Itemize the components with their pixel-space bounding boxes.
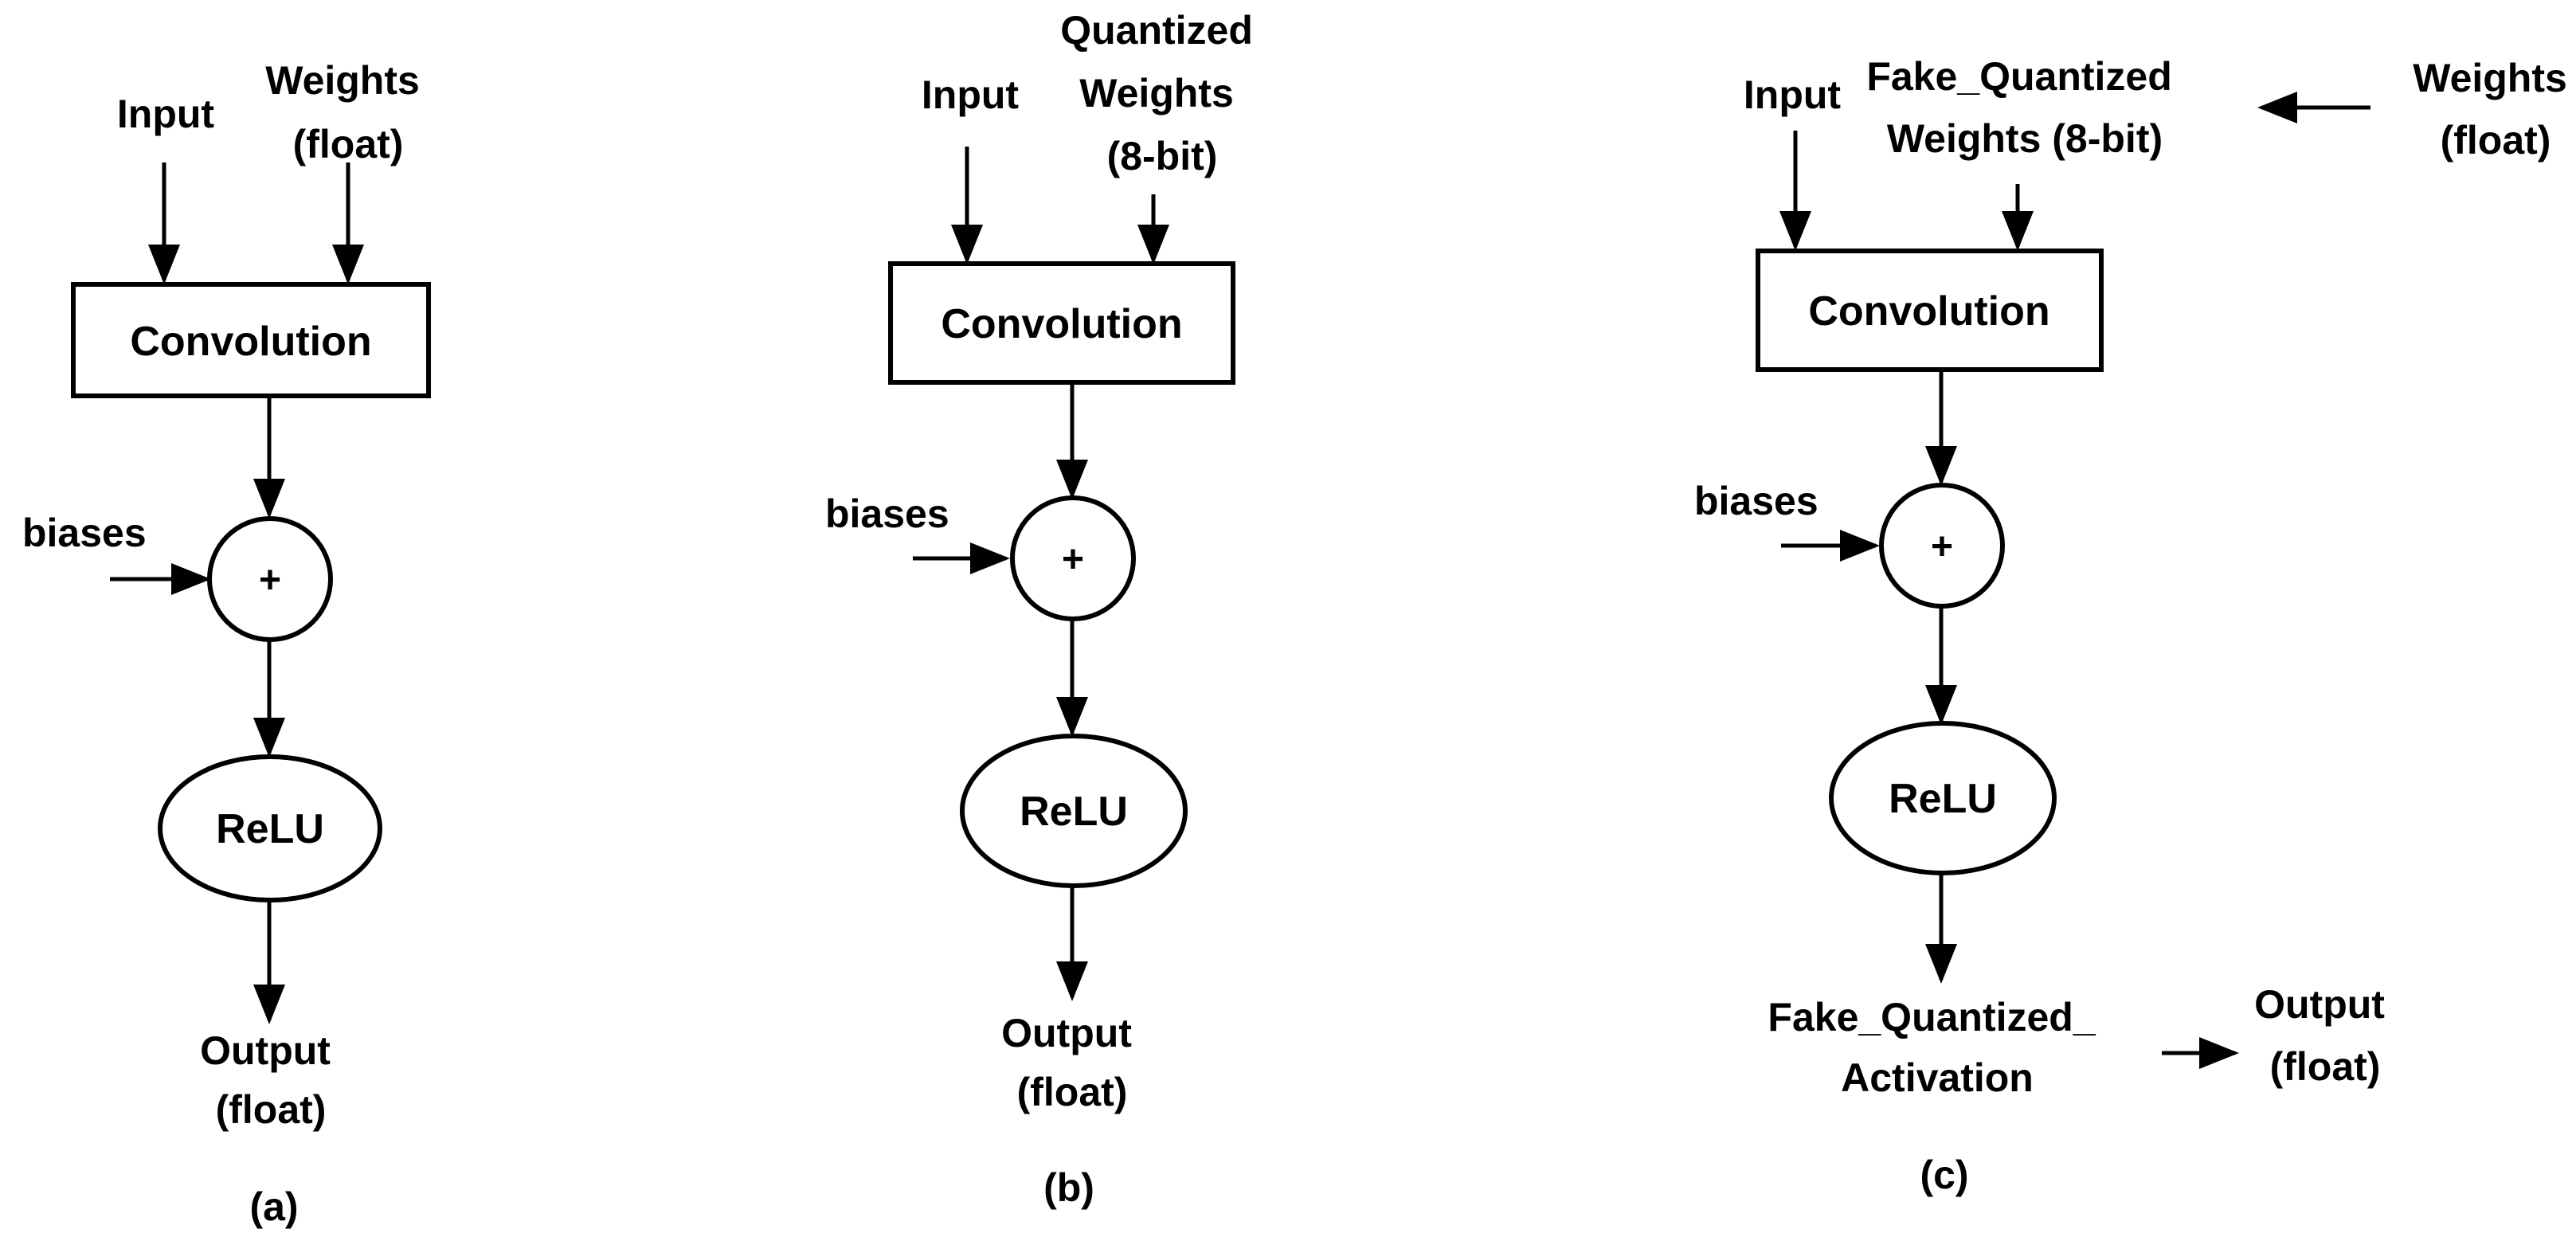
panel-c: Input Fake_Quantized Weights (8-bit) Wei… — [1694, 54, 2576, 1197]
panel-b-caption: (b) — [1043, 1165, 1094, 1210]
panel-b-weights-line-1: Quantized — [1060, 8, 1253, 53]
panel-a-sum-symbol: + — [259, 559, 281, 601]
panel-c-caption: (c) — [1920, 1153, 1968, 1197]
panel-c-input-label: Input — [1744, 72, 1842, 117]
panel-a-output-line-1: Output — [200, 1028, 331, 1073]
panel-a-weights-line-2: (float) — [293, 122, 404, 166]
panel-b-output-line-2: (float) — [1017, 1070, 1128, 1114]
panel-c-output-line-1: Output — [2254, 982, 2385, 1027]
panel-c-weights-label: Fake_Quantized Weights (8-bit) — [1866, 54, 2183, 161]
panel-c-output-label: Output (float) — [2254, 982, 2396, 1089]
panel-c-convolution-box — [1756, 249, 2104, 372]
panel-b-input-label: Input — [922, 72, 1020, 117]
panel-c-biases-label: biases — [1694, 479, 1818, 523]
panel-a-output-line-2: (float) — [216, 1087, 327, 1132]
panel-b-relu-label: ReLU — [1020, 789, 1128, 835]
panel-c-weights-line-2: Weights (8-bit) — [1887, 116, 2163, 161]
panel-c-source-weights-line-1: Weights — [2413, 56, 2567, 100]
panel-b-sum-symbol: + — [1062, 538, 1084, 581]
panel-c-relu-label: ReLU — [1889, 776, 1997, 822]
panel-a-convolution-box — [71, 282, 431, 398]
panel-c-output-line-2: (float) — [2270, 1044, 2381, 1089]
panel-a: Input Weights (float) Convolution biases… — [22, 58, 431, 1229]
panel-a-weights-line-1: Weights — [265, 58, 420, 103]
panel-c-source-weights-label: Weights (float) — [2413, 56, 2576, 162]
panel-a-weights-label: Weights (float) — [265, 58, 430, 166]
panel-b-biases-label: biases — [825, 491, 949, 536]
panel-b-weights-label: Quantized Weights (8-bit) — [1060, 8, 1264, 178]
panel-a-output-label: Output (float) — [200, 1028, 342, 1132]
panel-b-output-label: Output (float) — [1001, 1011, 1143, 1114]
panel-c-convolution-label: Convolution — [1808, 288, 2049, 335]
panel-c-activation-line-2: Activation — [1841, 1055, 2034, 1100]
panel-c-weights-line-1: Fake_Quantized — [1866, 54, 2171, 99]
panel-a-biases-label: biases — [22, 511, 147, 555]
panel-c-activation-label: Fake_Quantized_ Activation — [1768, 995, 2106, 1100]
panel-a-caption: (a) — [249, 1184, 298, 1229]
panel-c-activation-line-1: Fake_Quantized_ — [1768, 995, 2096, 1039]
panel-b-weights-line-2: Weights — [1079, 71, 1234, 115]
panel-c-sum-symbol: + — [1931, 526, 1953, 568]
panel-b-convolution-box — [888, 261, 1235, 385]
panel-b-output-line-1: Output — [1001, 1011, 1132, 1055]
panel-a-input-label: Input — [117, 92, 215, 136]
panel-a-relu-label: ReLU — [216, 806, 324, 852]
panel-b-weights-line-3: (8-bit) — [1107, 134, 1218, 178]
panel-c-source-weights-line-2: (float) — [2441, 118, 2551, 162]
panel-a-convolution-label: Convolution — [130, 319, 371, 365]
panel-b: Input Quantized Weights (8-bit) Convolut… — [825, 8, 1264, 1210]
panel-b-convolution-label: Convolution — [941, 301, 1182, 347]
